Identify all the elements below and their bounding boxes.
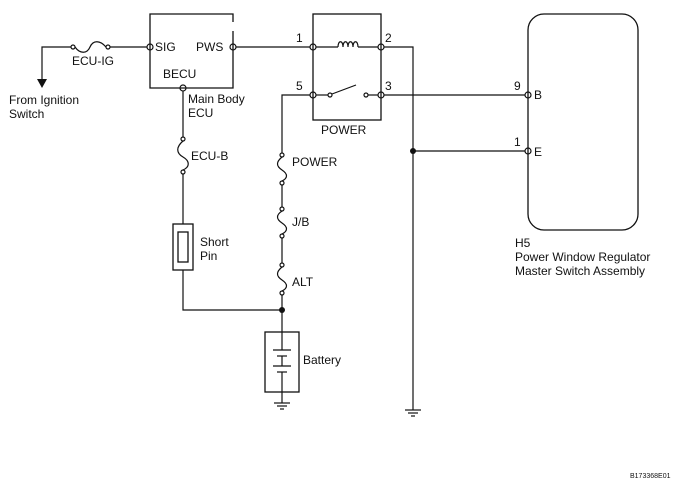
terminal-b <box>524 91 532 99</box>
becu-label: BECU <box>163 67 196 81</box>
relay-switch-blade <box>331 84 357 95</box>
power-relay-label: POWER <box>321 123 367 137</box>
arrow-down-icon <box>37 79 47 88</box>
h5-connector-label: H5 <box>515 236 531 250</box>
pin-1-label: 1 <box>514 135 521 149</box>
ecu-b-fuse <box>177 140 189 171</box>
ecu-ig-fuse-terminal-right <box>105 44 111 50</box>
battery-icon <box>273 332 291 392</box>
relay-pin-1-label: 1 <box>296 31 303 45</box>
battery-junction-dot <box>279 307 285 313</box>
relay-pin-2-wire <box>384 46 414 410</box>
relay-contact-left <box>327 92 333 98</box>
short-pin-label-2: Pin <box>200 249 217 263</box>
relay-pin-5-wire <box>281 94 310 153</box>
relay-pin-3-label: 3 <box>385 79 392 93</box>
ground-icon <box>405 409 421 417</box>
from-ignition-label-2: Switch <box>9 107 44 121</box>
ignition-feed-wire <box>41 46 71 80</box>
relay-pin-5-label: 5 <box>296 79 303 93</box>
ecu-ig-fuse <box>74 41 107 53</box>
power-fuse <box>276 152 288 186</box>
pws-label: PWS <box>196 40 223 54</box>
main-body-ecu-box <box>149 13 234 89</box>
terminal-e <box>524 147 532 155</box>
short-pin-housing <box>172 223 194 271</box>
h5-name-line-1: Power Window Regulator <box>515 250 650 264</box>
h5-switch-assembly-box <box>527 13 639 231</box>
sig-label: SIG <box>155 40 176 54</box>
short-pin <box>177 231 189 263</box>
ecu-b-fuse-terminal-bottom <box>180 169 186 175</box>
terminal-b-label: B <box>534 88 542 102</box>
relay-pin-2-label: 2 <box>385 31 392 45</box>
ecu-ig-label: ECU-IG <box>72 54 114 68</box>
jb-fuse-label: J/B <box>292 215 309 229</box>
ground-icon <box>274 402 290 410</box>
power-relay-box <box>312 13 382 121</box>
main-body-ecu-label-2: ECU <box>188 106 213 120</box>
relay-coil <box>337 41 359 48</box>
power-fuse-label: POWER <box>292 155 338 169</box>
ecu-b-label: ECU-B <box>191 149 228 163</box>
main-body-ecu-label-1: Main Body <box>188 92 245 106</box>
from-ignition-label-1: From Ignition <box>9 93 79 107</box>
short-pin-lower-wire <box>182 270 282 311</box>
ecu-ig-fuse-terminal-left <box>70 44 76 50</box>
jb-fuse <box>276 206 288 239</box>
pin-9-label: 9 <box>514 79 521 93</box>
figure-code: B173368E01 <box>630 473 671 480</box>
alt-fuse-label: ALT <box>292 275 314 289</box>
h5-name-line-2: Master Switch Assembly <box>515 264 645 278</box>
terminal-e-label: E <box>534 145 542 159</box>
ecu-b-fuse-terminal-top <box>180 136 186 142</box>
short-pin-label-1: Short <box>200 235 229 249</box>
alt-fuse <box>276 262 288 296</box>
battery-label: Battery <box>303 353 341 367</box>
relay-contact-right <box>363 92 369 98</box>
